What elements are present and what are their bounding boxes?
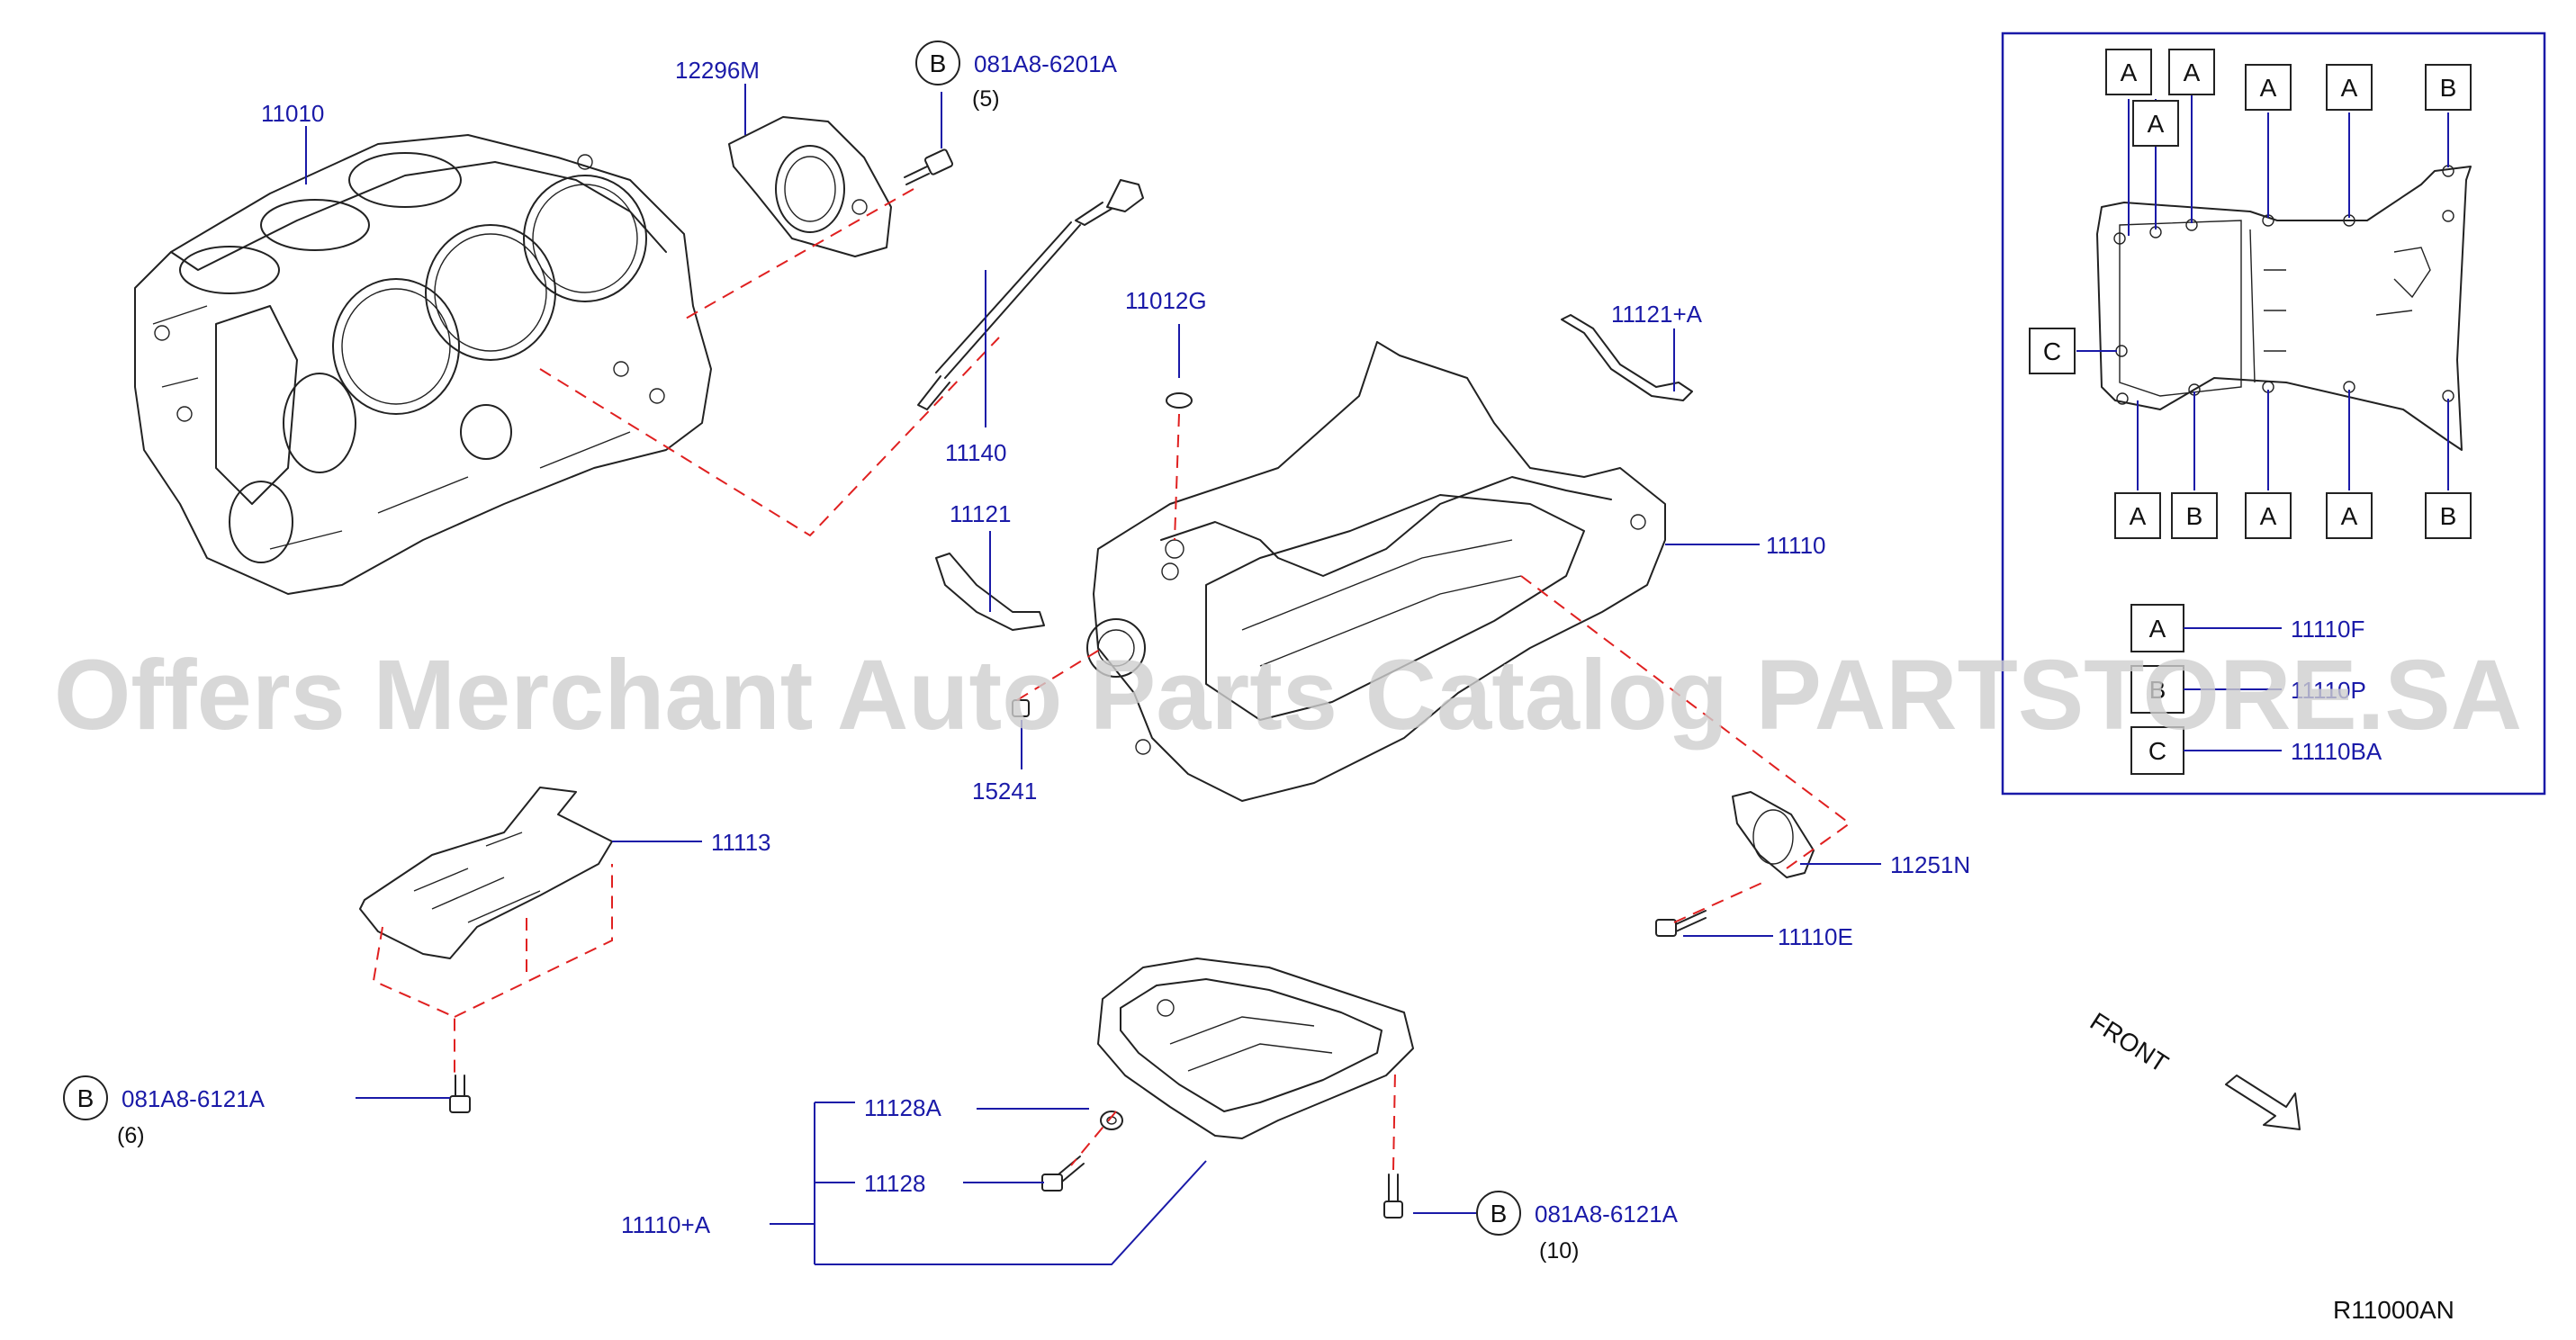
inset-callout-a-7[interactable]: A (2245, 492, 2292, 539)
svg-text:B: B (77, 1084, 95, 1112)
inset-callout-b-1[interactable]: B (2425, 64, 2472, 111)
qty-label-6: (6) (117, 1123, 145, 1148)
part-label-11110e[interactable]: 11110E (1778, 923, 1853, 950)
baffle-plate-drawing (359, 787, 613, 959)
legend-part-11110p: 11110P (2291, 677, 2366, 704)
drain-plug-drawing (1041, 1156, 1085, 1192)
svg-text:A: A (2260, 74, 2277, 102)
part-label-11012g[interactable]: 11012G (1125, 287, 1207, 314)
inset-callout-b-3[interactable]: B (2425, 492, 2472, 539)
part-label-11010[interactable]: 11010 (261, 100, 324, 127)
front-label: FRONT (2085, 1007, 2174, 1078)
part-label-11121a[interactable]: 11121+A (1611, 301, 1703, 328)
svg-text:A: A (2121, 58, 2138, 86)
watermark-text: Offers Merchant Auto Parts Catalog PARTS… (54, 640, 2522, 751)
inset-callout-c[interactable]: C (2029, 328, 2076, 374)
legend-part-11110ba: 11110BA (2291, 738, 2382, 765)
part-label-11121[interactable]: 11121 (950, 500, 1011, 527)
svg-text:A: A (2341, 74, 2358, 102)
inset-oil-pan-drawing (2096, 165, 2472, 451)
lower-oil-pan-drawing (1097, 958, 1414, 1139)
front-arrow-icon (2225, 1075, 2301, 1130)
callout-b-left[interactable]: B (63, 1075, 108, 1120)
group-bracket-11110a (770, 1102, 1207, 1265)
svg-text:B: B (2440, 502, 2457, 530)
plug-15241-drawing (1012, 699, 1030, 717)
inset-callout-a-2[interactable]: A (2168, 49, 2215, 95)
inset-leaders (2076, 90, 2449, 490)
part-label-081a8-6121a-left[interactable]: 081A8-6121A (122, 1085, 266, 1112)
svg-text:B: B (2149, 676, 2166, 704)
svg-text:A: A (2130, 502, 2147, 530)
legend-part-11110f: 11110F (2291, 616, 2364, 643)
part-label-11128[interactable]: 11128 (864, 1170, 925, 1197)
legend-row-a[interactable]: A 11110F (2130, 604, 2364, 652)
legend-row-b[interactable]: B 11110P (2130, 665, 2366, 714)
washer-11128a-drawing (1100, 1111, 1123, 1130)
qty-label-10: (10) (1539, 1238, 1579, 1264)
svg-text:C: C (2148, 737, 2166, 765)
engine-block-drawing (134, 134, 712, 595)
part-label-11128a[interactable]: 11128A (864, 1094, 941, 1121)
svg-text:A: A (2148, 110, 2165, 138)
upper-oil-pan-drawing (1086, 341, 1666, 802)
part-label-12296m[interactable]: 12296M (675, 57, 760, 84)
inset-callout-a-1[interactable]: A (2105, 49, 2152, 95)
baffle-11121-drawing (935, 553, 1045, 631)
svg-text:B: B (930, 49, 947, 77)
part-label-15241[interactable]: 15241 (972, 778, 1037, 805)
inset-callout-a-4[interactable]: A (2245, 64, 2292, 111)
inset-callout-a-5[interactable]: A (2326, 64, 2373, 111)
bolt-bottom-drawing (1383, 1174, 1403, 1219)
part-label-11110[interactable]: 11110 (1766, 532, 1826, 559)
part-label-081a8-6201a[interactable]: 081A8-6201A (974, 50, 1118, 77)
gasket-11012g-drawing (1166, 392, 1193, 409)
inset-callout-a-3[interactable]: A (2132, 100, 2179, 147)
callout-b-bottom[interactable]: B (1476, 1191, 1521, 1236)
bolt-drawing (904, 148, 954, 185)
legend-row-c[interactable]: C 11110BA (2130, 726, 2382, 775)
part-label-11110a[interactable]: 11110+A (621, 1211, 711, 1238)
svg-text:A: A (2184, 58, 2201, 86)
baffle-11121a-drawing (1561, 314, 1693, 401)
inset-callout-a-8[interactable]: A (2326, 492, 2373, 539)
qty-label-5: (5) (972, 86, 1000, 112)
front-indicator: FRONT (2085, 1007, 2301, 1130)
svg-text:A: A (2341, 502, 2358, 530)
rear-seal-retainer-drawing (728, 116, 892, 257)
part-label-081a8-6121a-bottom[interactable]: 081A8-6121A (1535, 1201, 1679, 1228)
svg-text:A: A (2149, 615, 2166, 643)
inset-panel: A A A A A B C A B A A B A 11110F B 11110… (2001, 31, 2546, 796)
svg-text:B: B (1491, 1200, 1508, 1228)
svg-text:B: B (2440, 74, 2457, 102)
inset-frame (2001, 31, 2546, 796)
svg-text:B: B (2186, 502, 2203, 530)
callout-b-top[interactable]: B (915, 40, 960, 85)
leader-lines (305, 84, 1881, 1214)
inset-callout-a-6[interactable]: A (2114, 492, 2161, 539)
part-label-11113[interactable]: 11113 (711, 829, 771, 856)
diagram-code: R11000AN (2333, 1296, 2454, 1324)
svg-text:A: A (2260, 502, 2277, 530)
part-label-11251n[interactable]: 11251N (1890, 851, 1970, 878)
bolt-11110e-drawing (1655, 910, 1707, 937)
part-label-11140[interactable]: 11140 (945, 439, 1006, 466)
bolt-left-drawing (449, 1075, 471, 1113)
inset-callout-b-2[interactable]: B (2171, 492, 2218, 539)
assembly-lines (372, 188, 1851, 1171)
dipstick-drawing (917, 179, 1144, 410)
crank-seal-drawing (1732, 791, 1815, 878)
svg-text:C: C (2043, 337, 2061, 365)
